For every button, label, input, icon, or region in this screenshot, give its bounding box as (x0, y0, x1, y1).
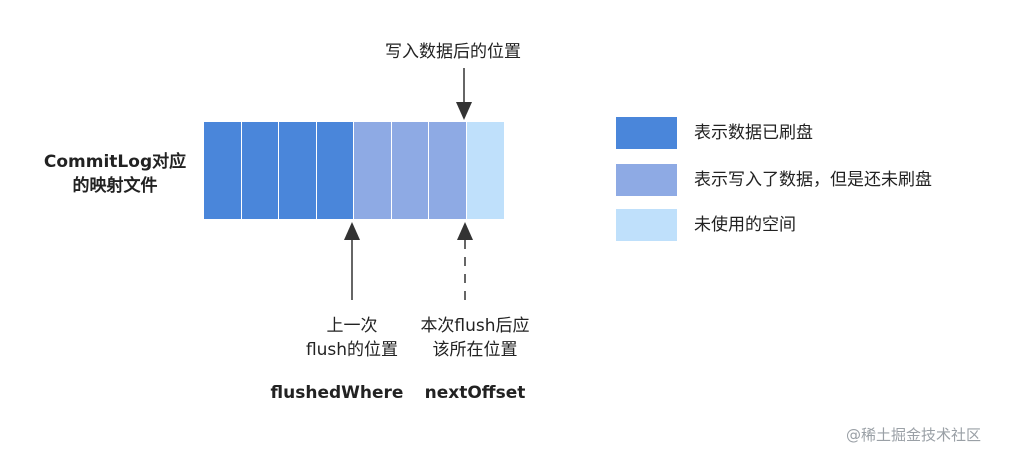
flushed-where-desc-line2: flush的位置 (305, 340, 399, 360)
file-label-line1: CommitLog对应 (43, 152, 187, 172)
legend-text-written-unflushed: 表示写入了数据，但是还未刷盘 (694, 170, 932, 190)
next-offset-desc: 本次flush后应 该所在位置 (400, 314, 550, 362)
file-cell-flushed (204, 122, 242, 219)
next-offset-arrowhead (457, 222, 473, 240)
file-cell-written-unflushed (391, 122, 429, 219)
flushed-where-desc: 上一次 flush的位置 (282, 314, 422, 362)
top-marker-arrowhead (456, 102, 472, 120)
legend-swatch-flushed (616, 117, 677, 149)
file-cell-flushed (241, 122, 279, 219)
top-marker-label: 写入数据后的位置 (385, 42, 521, 62)
file-cell-unused (466, 122, 504, 219)
file-cell-written-unflushed (354, 122, 392, 219)
legend-swatch-written-unflushed (616, 164, 677, 196)
flushed-where-arrowhead (344, 222, 360, 240)
next-offset-desc-line1: 本次flush后应 (420, 316, 530, 336)
file-label: CommitLog对应 的映射文件 (30, 150, 200, 198)
file-cell-flushed (279, 122, 317, 219)
next-offset-name: nextOffset (424, 383, 526, 403)
flushed-where-name: flushedWhere (270, 383, 404, 403)
next-offset-desc-line2: 该所在位置 (432, 340, 518, 360)
legend-text-flushed: 表示数据已刷盘 (694, 123, 813, 143)
watermark: @稀土掘金技术社区 (846, 426, 982, 444)
legend-swatch-unused (616, 209, 677, 241)
legend-text-unused: 未使用的空间 (694, 215, 796, 235)
flushed-where-desc-line1: 上一次 (326, 316, 378, 336)
file-cell-written-unflushed (429, 122, 467, 219)
file-label-line2: 的映射文件 (72, 176, 158, 196)
file-cell-flushed (316, 122, 354, 219)
